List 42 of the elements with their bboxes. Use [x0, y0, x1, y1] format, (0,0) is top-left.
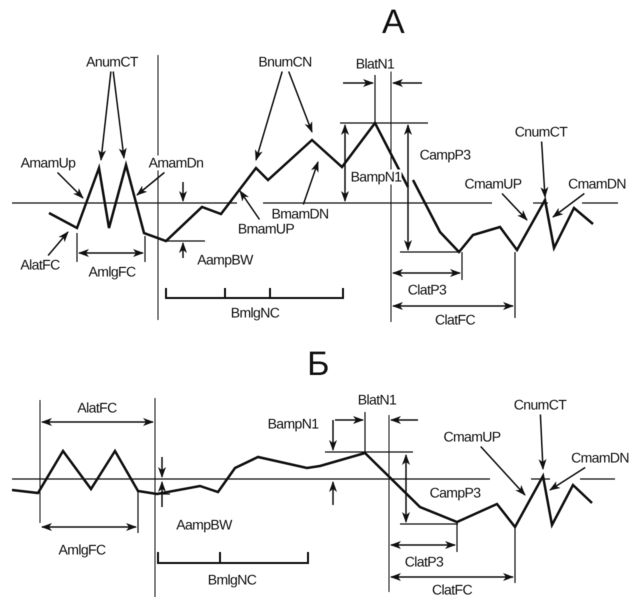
panel-label: А [382, 4, 404, 40]
dimension-label: AmlgFC [58, 542, 106, 558]
dimension-label: BlatN1 [358, 392, 396, 408]
dimension-label: AmlgFC [88, 264, 136, 280]
leader-arrow [239, 190, 260, 220]
leader-arrow [255, 71, 283, 161]
leader-arrow [302, 161, 319, 205]
dimension-label: BampN1 [268, 416, 318, 432]
leader-arrow [56, 172, 84, 199]
measure-label: CnumCT [514, 398, 566, 412]
dimension-label: ClatFC [432, 582, 472, 597]
leader-arrow [538, 414, 547, 470]
measure-label: CmamUP [443, 430, 501, 444]
leader-arrow [480, 446, 526, 496]
leader-arrow [540, 141, 548, 198]
leader-arrow [48, 231, 69, 256]
measure-label: CmamDN [571, 450, 629, 466]
dimension-label: BampN1 [350, 170, 402, 184]
leader-arrow [549, 466, 586, 491]
dimension-label: ClatP3 [408, 282, 446, 298]
leader-arrow [501, 192, 528, 221]
measure-label: BnumCN [258, 54, 312, 70]
dimension-label: BlatN1 [356, 56, 394, 72]
dimension-label: AampBW [197, 252, 253, 268]
leader-arrow [552, 192, 585, 218]
dimension-label: AampBW [176, 518, 232, 532]
leader-arrow [112, 71, 127, 159]
leader-arrow [288, 71, 313, 133]
measure-label: AlatFC [20, 258, 60, 272]
dimension-label: CampP3 [420, 148, 470, 162]
measure-label: AmamUp [20, 156, 76, 170]
panel-label: Б [307, 346, 329, 382]
dimension-label: ClatP3 [404, 554, 444, 570]
dimension-label: BmlgNC [208, 572, 256, 588]
measure-label: CmamDN [568, 176, 626, 192]
leader-arrow [98, 71, 112, 161]
dimension-label: CampP3 [430, 486, 480, 500]
dimension-label: AlatFC [77, 400, 117, 416]
measure-label: AnumCT [86, 54, 138, 70]
dimension-label: BmlgNC [230, 306, 280, 320]
leader-arrow [136, 172, 165, 196]
dimension-label: ClatFC [435, 312, 475, 328]
